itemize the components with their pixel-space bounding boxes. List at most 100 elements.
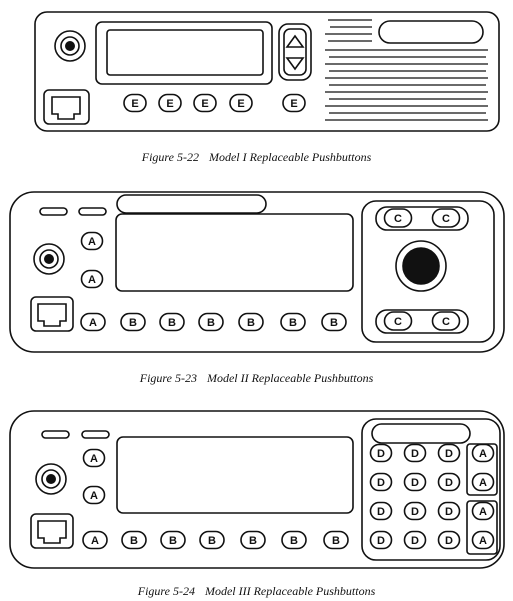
model-3-led-2 (81, 430, 110, 439)
pushbutton-e-outline (123, 93, 147, 113)
pushbutton-d-label: D (377, 477, 385, 489)
pushbutton-d[interactable]: D (403, 472, 427, 492)
pushbutton-c-outline (431, 311, 461, 331)
pushbutton-b[interactable]: B (199, 530, 225, 550)
model-3-volume-knob (35, 463, 67, 495)
model-2-led-1 (39, 207, 68, 216)
model-1-speaker-grille (325, 19, 488, 121)
model-1-jack-bezel (43, 89, 90, 125)
pushbutton-d[interactable]: D (437, 530, 461, 550)
pushbutton-a-outline (471, 443, 495, 463)
pushbutton-d-label: D (377, 448, 385, 460)
pushbutton-d-label: D (445, 477, 453, 489)
pushbutton-c[interactable]: C (383, 311, 413, 331)
pushbutton-b[interactable]: B (160, 530, 186, 550)
pushbutton-d-outline (403, 530, 427, 550)
caption-number: Figure 5-22 (141, 150, 199, 164)
pushbutton-e[interactable]: E (282, 93, 306, 113)
pushbutton-d[interactable]: D (369, 443, 393, 463)
caption-title: Model III Replaceable Pushbuttons (204, 584, 376, 598)
model-1-rocker-frame (278, 23, 312, 81)
pushbutton-b[interactable]: B (323, 530, 349, 550)
pushbutton-e[interactable]: E (158, 93, 182, 113)
model-2-main-knob (402, 247, 440, 285)
pushbutton-c-outline (383, 311, 413, 331)
pushbutton-d[interactable]: D (369, 501, 393, 521)
pushbutton-e[interactable]: E (229, 93, 253, 113)
model-2-jack-bezel (30, 296, 74, 332)
pushbutton-a-outline (80, 231, 104, 251)
pushbutton-d-label: D (411, 477, 419, 489)
pushbutton-d[interactable]: D (369, 530, 393, 550)
pushbutton-a[interactable]: A (80, 312, 106, 332)
pushbutton-a[interactable]: A (82, 530, 108, 550)
pushbutton-c[interactable]: C (431, 311, 461, 331)
model-3-keypad-slot (371, 423, 471, 444)
pushbutton-a-label: A (479, 448, 487, 460)
pushbutton-d-outline (369, 472, 393, 492)
model-1-volume-knob-inner (60, 36, 80, 56)
pushbutton-a[interactable]: A (82, 485, 106, 505)
model-2-top-slot (116, 194, 267, 214)
pushbutton-b-outline (121, 530, 147, 550)
pushbutton-d[interactable]: D (437, 443, 461, 463)
pushbutton-d[interactable]: D (437, 501, 461, 521)
pushbutton-b[interactable]: B (240, 530, 266, 550)
pushbutton-b[interactable]: B (121, 530, 147, 550)
pushbutton-d-outline (369, 530, 393, 550)
pushbutton-c-label: C (394, 316, 402, 328)
pushbutton-d[interactable]: D (369, 472, 393, 492)
pushbutton-a[interactable]: A (80, 231, 104, 251)
pushbutton-d[interactable]: D (403, 530, 427, 550)
pushbutton-b[interactable]: B (120, 312, 146, 332)
pushbutton-d[interactable]: D (403, 443, 427, 463)
pushbutton-e[interactable]: E (123, 93, 147, 113)
model-1-volume-knob (54, 30, 86, 62)
pushbutton-a-label: A (479, 506, 487, 518)
pushbutton-b[interactable]: B (198, 312, 224, 332)
model-2-led-2 (78, 207, 107, 216)
pushbutton-b[interactable]: B (321, 312, 347, 332)
pushbutton-b-label: B (208, 535, 216, 547)
pushbutton-a-outline (82, 485, 106, 505)
pushbutton-b-label: B (330, 317, 338, 329)
pushbutton-b-outline (240, 530, 266, 550)
pushbutton-c[interactable]: C (431, 208, 461, 228)
pushbutton-b-label: B (249, 535, 257, 547)
pushbutton-d-label: D (445, 535, 453, 547)
pushbutton-c-outline (431, 208, 461, 228)
pushbutton-b[interactable]: B (159, 312, 185, 332)
pushbutton-a-label: A (89, 317, 97, 329)
pushbutton-a[interactable]: A (471, 530, 495, 550)
pushbutton-e-label: E (166, 98, 173, 110)
pushbutton-a-label: A (88, 236, 96, 248)
pushbutton-b[interactable]: B (238, 312, 264, 332)
pushbutton-a[interactable]: A (471, 443, 495, 463)
pushbutton-c-outline (383, 208, 413, 228)
model-3-display (116, 436, 354, 514)
pushbutton-c[interactable]: C (383, 208, 413, 228)
pushbutton-a-outline (82, 448, 106, 468)
pushbutton-d-label: D (445, 506, 453, 518)
pushbutton-e[interactable]: E (193, 93, 217, 113)
pushbutton-e-label: E (201, 98, 208, 110)
pushbutton-d[interactable]: D (403, 501, 427, 521)
model-1-display-bezel (95, 21, 273, 85)
model-1-display (106, 29, 264, 76)
pushbutton-a[interactable]: A (82, 448, 106, 468)
model-2-main-knob-bezel (395, 240, 447, 292)
pushbutton-b[interactable]: B (280, 312, 306, 332)
pushbutton-b-label: B (290, 535, 298, 547)
pushbutton-e-outline (229, 93, 253, 113)
pushbutton-a-label: A (90, 490, 98, 502)
pushbutton-d-label: D (411, 535, 419, 547)
pushbutton-d[interactable]: D (437, 472, 461, 492)
pushbutton-a[interactable]: A (471, 472, 495, 492)
model-3-chassis (9, 410, 505, 569)
pushbutton-a[interactable]: A (80, 269, 104, 289)
pushbutton-a[interactable]: A (471, 501, 495, 521)
pushbutton-b[interactable]: B (281, 530, 307, 550)
